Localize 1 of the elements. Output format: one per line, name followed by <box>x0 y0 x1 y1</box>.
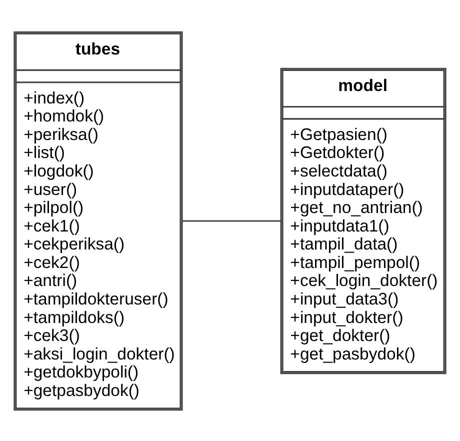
connector <box>182 220 281 222</box>
